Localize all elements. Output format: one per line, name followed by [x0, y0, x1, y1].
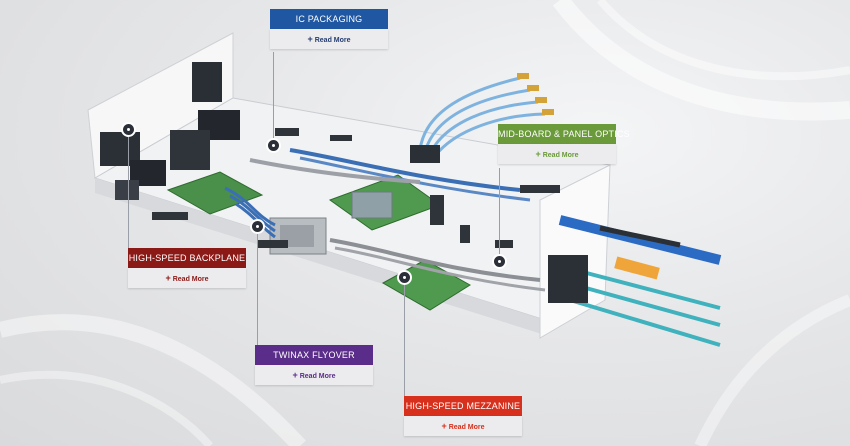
hotspot-marker-icon[interactable] [397, 270, 412, 285]
rf-cable [423, 88, 531, 153]
green-board [166, 171, 264, 215]
callout-twinax-flyover: TWINAX FLYOVER +Read More [255, 345, 373, 385]
optical-cable [558, 215, 722, 265]
rf-connector-block [410, 145, 440, 163]
plus-icon: + [535, 149, 541, 159]
bg-swoosh [0, 314, 306, 446]
plus-icon: + [441, 421, 447, 431]
bg-swoosh [552, 0, 850, 121]
read-more-link[interactable]: +Read More [128, 268, 246, 288]
leader-line [257, 225, 258, 345]
backplane-connector [170, 130, 210, 170]
rf-cable [433, 112, 546, 157]
callout-title[interactable]: HIGH-SPEED MEZZANINE [404, 396, 522, 416]
plus-icon: + [165, 273, 171, 283]
callout-title[interactable]: TWINAX FLYOVER [255, 345, 373, 365]
backplane-connector [192, 62, 222, 102]
leader-line [128, 135, 129, 250]
twinax-cable [289, 148, 521, 192]
processor-die [280, 225, 314, 247]
plus-icon: + [307, 34, 313, 44]
callout-ic-packaging: IC PACKAGING +Read More [270, 9, 388, 49]
hotspot-marker-icon[interactable] [250, 219, 265, 234]
backplane-connector [115, 180, 139, 200]
optical-cable [569, 298, 721, 347]
components [152, 128, 560, 248]
bg-swoosh [694, 294, 850, 446]
pull-tab [614, 256, 660, 280]
callout-high-speed-backplane: HIGH-SPEED BACKPLANE +Read More [128, 248, 246, 288]
bg-swoosh [596, 0, 850, 81]
optical-cable [574, 283, 721, 327]
rf-cable [428, 100, 539, 155]
panel-connectors [548, 255, 588, 303]
read-more-link[interactable]: +Read More [404, 416, 522, 436]
bg-swoosh [0, 370, 214, 446]
callout-high-speed-mezzanine: HIGH-SPEED MEZZANINE +Read More [404, 396, 522, 436]
hotspot-marker-icon[interactable] [121, 122, 136, 137]
callout-title[interactable]: HIGH-SPEED BACKPLANE [128, 248, 246, 268]
cable [329, 238, 541, 282]
chip [351, 191, 393, 219]
cable [334, 246, 546, 292]
leader-line [404, 278, 405, 398]
plus-icon: + [292, 370, 298, 380]
callout-title[interactable]: IC PACKAGING [270, 9, 388, 29]
twinax-cable [229, 194, 276, 233]
leader-line [499, 168, 500, 260]
optical-cable [599, 225, 681, 248]
read-more-link[interactable]: +Read More [255, 365, 373, 385]
twinax-cable [224, 186, 276, 227]
hotspot-marker-icon[interactable] [266, 138, 281, 153]
callout-mid-board-panel-optics: MID-BOARD & PANEL OPTICS +Read More [498, 124, 630, 164]
cable [249, 158, 421, 184]
hotspot-marker-icon[interactable] [492, 254, 507, 269]
read-more-link[interactable]: +Read More [498, 144, 616, 164]
optical-cable [574, 268, 721, 310]
callout-title[interactable]: MID-BOARD & PANEL OPTICS [498, 124, 630, 144]
rf-connectors [517, 73, 554, 115]
leader-line [273, 52, 274, 142]
rf-cable [418, 76, 521, 151]
read-more-link[interactable]: +Read More [270, 29, 388, 49]
